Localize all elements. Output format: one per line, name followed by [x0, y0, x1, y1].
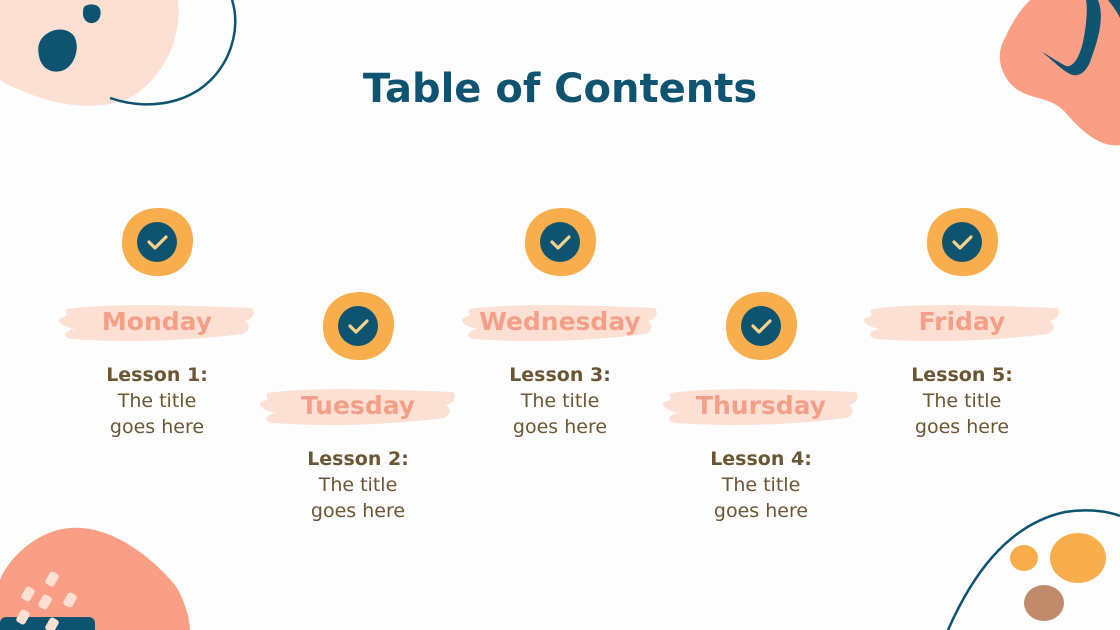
check-circle-icon [322, 291, 395, 361]
day-label: Tuesday [300, 391, 416, 420]
brush-stroke-background [260, 389, 455, 426]
check-circle-icon [121, 207, 194, 277]
lesson-number: Lesson 3: [509, 364, 611, 386]
brush-stroke-background [864, 305, 1059, 342]
lesson-title-line-2: goes here [310, 500, 406, 522]
page-title: Table of Contents [362, 66, 758, 112]
lesson-title-line-1: The title [721, 474, 801, 496]
day-label-container: Monday [57, 299, 257, 347]
day-label-container: Tuesday [258, 383, 458, 431]
brush-stroke-background [663, 389, 858, 426]
lesson-title-line-1: The title [117, 390, 197, 412]
lesson-title-line-1: The title [318, 474, 398, 496]
day-label: Monday [101, 307, 213, 336]
day-label: Friday [918, 307, 1006, 336]
day-label-container: Thursday [661, 383, 861, 431]
brush-stroke-background [59, 305, 254, 342]
lesson-number: Lesson 1: [106, 364, 208, 386]
lesson-title-line-1: The title [520, 390, 600, 412]
lesson-title-line-2: goes here [512, 416, 608, 438]
day-label: Thursday [695, 391, 827, 420]
lesson-title-line-2: goes here [713, 500, 809, 522]
check-circle-icon [725, 291, 798, 361]
day-label: Wednesday [479, 307, 641, 336]
lesson-text: Lesson 1: The title goes here [57, 362, 257, 440]
lesson-number: Lesson 4: [710, 448, 812, 470]
brush-stroke-background [462, 305, 657, 342]
bottom-right-dots-decoration [946, 509, 1120, 630]
lesson-text: Lesson 2: The title goes here [258, 446, 458, 524]
lesson-text: Lesson 3: The title goes here [460, 362, 660, 440]
bottom-left-blob-decoration [0, 527, 190, 630]
lesson-title-line-2: goes here [914, 416, 1010, 438]
lesson-title-line-2: goes here [109, 416, 205, 438]
check-circle-icon [926, 207, 999, 277]
lesson-title-line-1: The title [922, 390, 1002, 412]
lesson-text: Lesson 5: The title goes here [862, 362, 1062, 440]
lesson-text: Lesson 4: The title goes here [661, 446, 861, 524]
day-label-container: Friday [862, 299, 1062, 347]
lesson-number: Lesson 5: [911, 364, 1013, 386]
lesson-number: Lesson 2: [307, 448, 409, 470]
check-circle-icon [524, 207, 597, 277]
day-label-container: Wednesday [460, 299, 660, 347]
